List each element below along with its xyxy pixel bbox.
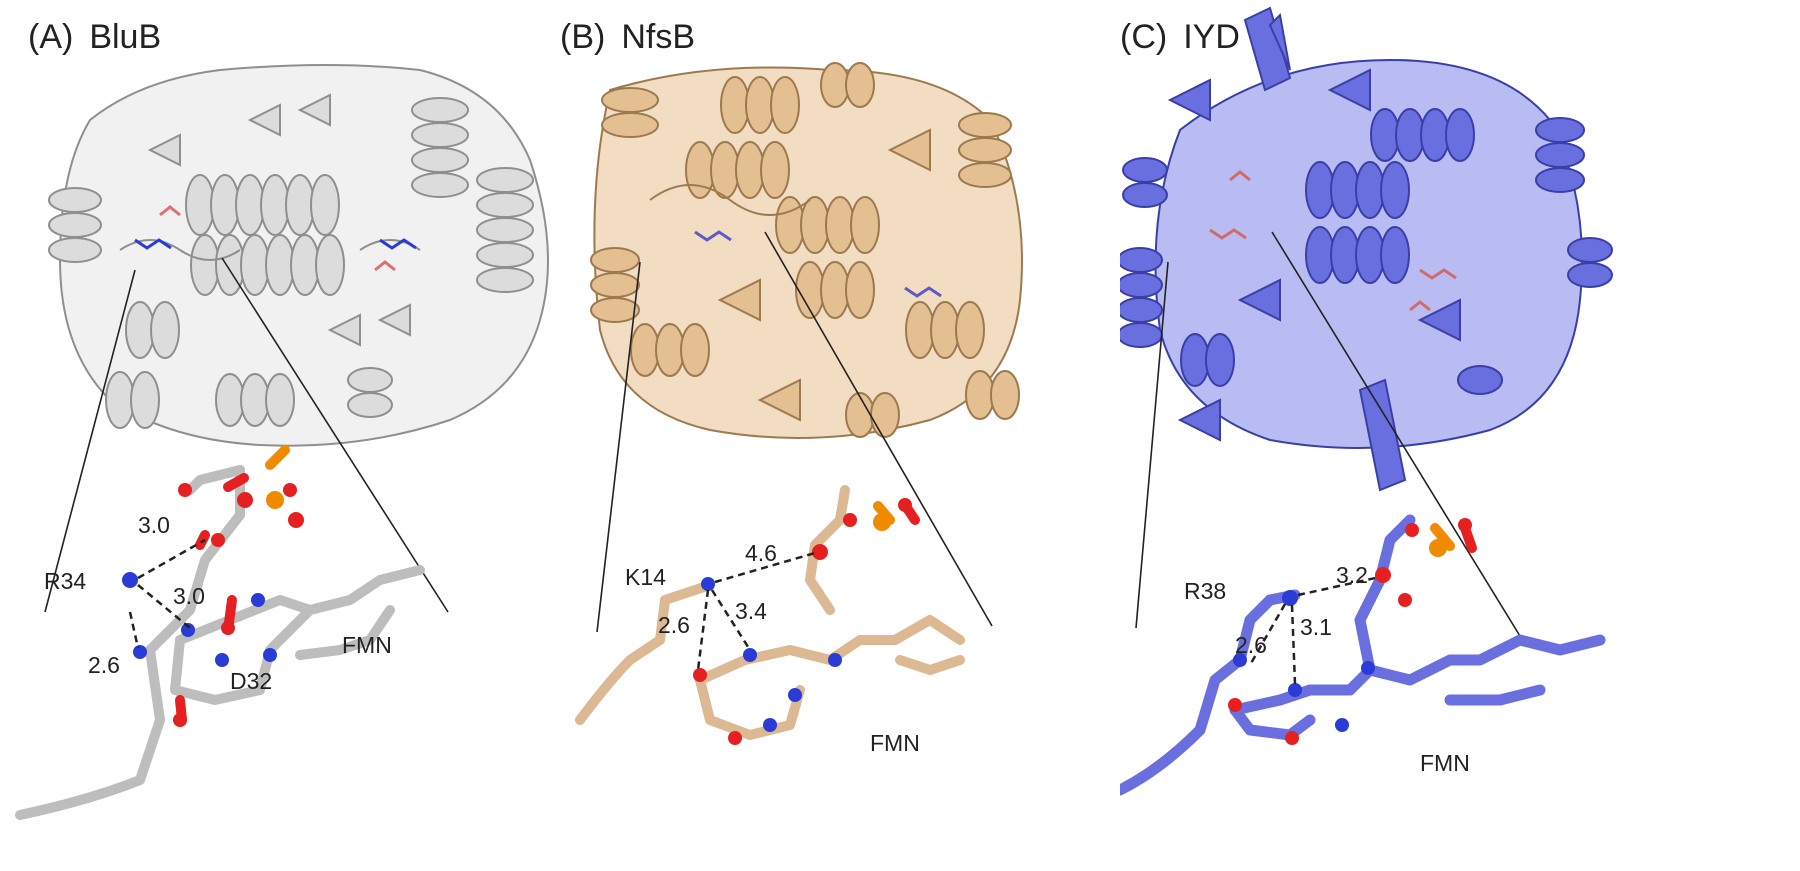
panel-a-residue2-label: D32 bbox=[230, 668, 273, 694]
panel-a-label: (A) BluB bbox=[28, 18, 161, 57]
panel-b-distance-3: 3.4 bbox=[735, 598, 767, 624]
panel-c-tag: (C) bbox=[1120, 18, 1168, 56]
iyd-hbonds bbox=[1248, 575, 1381, 685]
panel-b-tag: (B) bbox=[560, 18, 606, 56]
panel-c: (C) IYD bbox=[1120, 0, 1720, 871]
panel-b-distance-1: 4.6 bbox=[745, 540, 777, 566]
panel-b-title: NfsB bbox=[621, 18, 696, 56]
panel-c-distance-2: 2.6 bbox=[1235, 632, 1267, 658]
panel-c-figure bbox=[1120, 6, 1613, 796]
bluB-protein-cartoon bbox=[48, 64, 549, 447]
zoom-line-left bbox=[44, 269, 136, 613]
panel-c-distance-1: 3.2 bbox=[1336, 562, 1368, 588]
nfsB-protein-cartoon bbox=[590, 62, 1023, 439]
nfsB-hbonds bbox=[696, 551, 816, 671]
zoom-line-right bbox=[221, 257, 449, 613]
nfsB-binding-site bbox=[575, 485, 965, 745]
panel-b-ligand-label: FMN bbox=[870, 730, 920, 756]
panel-b: (B) NfsB bbox=[560, 0, 1160, 871]
iyd-protein-cartoon bbox=[1120, 6, 1613, 492]
panel-a-distance-3: 2.6 bbox=[88, 652, 120, 678]
panel-a-title: BluB bbox=[89, 18, 162, 56]
panel-b-figure bbox=[575, 62, 1023, 745]
panel-b-label: (B) NfsB bbox=[560, 18, 695, 57]
panel-a-ligand-label: FMN bbox=[342, 632, 392, 658]
panel-a-distance-2: 3.0 bbox=[173, 583, 205, 609]
nfsB-ligand-sites bbox=[694, 230, 942, 298]
zoom-line-left bbox=[1135, 261, 1169, 629]
iyd-ligand-sites bbox=[1209, 170, 1457, 312]
iyd-binding-site bbox=[1120, 514, 1606, 796]
bluB-hbonds bbox=[128, 538, 206, 649]
panel-c-label: (C) IYD bbox=[1120, 18, 1240, 57]
zoom-line-left bbox=[596, 261, 641, 633]
panel-c-ligand-label: FMN bbox=[1420, 750, 1470, 776]
panel-a-residue-label: R34 bbox=[44, 568, 87, 594]
panel-c-title: IYD bbox=[1183, 18, 1240, 56]
panel-a-figure bbox=[15, 64, 549, 820]
panel-a: (A) BluB bbox=[0, 0, 600, 871]
zoom-line-right bbox=[764, 231, 993, 627]
panel-a-tag: (A) bbox=[28, 18, 74, 56]
panel-c-distance-3: 3.1 bbox=[1300, 614, 1332, 640]
panel-c-residue-label: R38 bbox=[1184, 578, 1227, 604]
panel-b-distance-2: 2.6 bbox=[658, 612, 690, 638]
panel-a-distance-1: 3.0 bbox=[138, 512, 170, 538]
zoom-line-right bbox=[1271, 231, 1521, 637]
bluB-ligand-sites bbox=[134, 205, 417, 272]
panel-b-residue-label: K14 bbox=[625, 564, 666, 590]
